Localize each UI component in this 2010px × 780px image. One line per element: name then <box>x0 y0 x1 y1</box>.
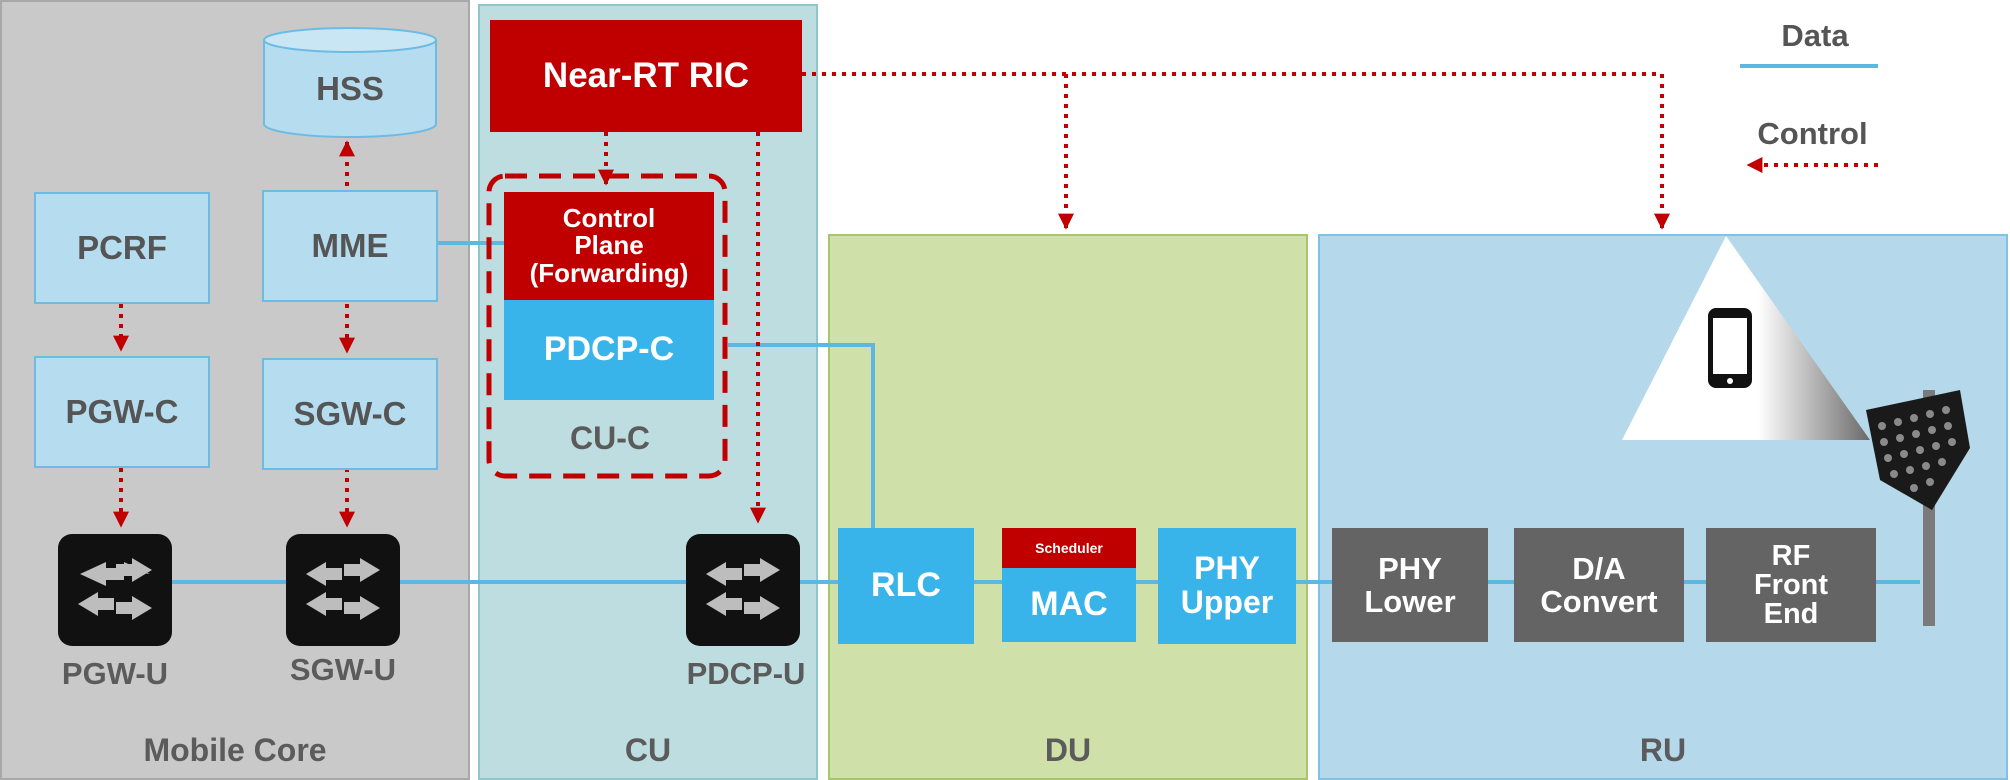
cu-c-group-border <box>486 173 728 479</box>
ru-illustration <box>1622 236 1970 626</box>
legend-control-label: Control <box>1757 116 1868 151</box>
pgw-u-switch <box>58 534 172 646</box>
pdcp-c-box: PDCP-C <box>504 300 714 400</box>
pdcp-u-switch <box>686 534 800 646</box>
switch-icon <box>78 558 152 620</box>
rf-front-end-box: RF Front End <box>1706 528 1876 642</box>
sgw-u-switch <box>286 534 400 646</box>
rlc-box: RLC <box>838 528 974 644</box>
pdcp-u-label: PDCP-U <box>686 656 806 691</box>
sgw-u-label: SGW-U <box>289 652 397 687</box>
legend-data-label: Data <box>1781 18 1849 53</box>
region-label-mobile-core: Mobile Core <box>143 732 327 768</box>
database-cylinder-icon <box>263 27 437 138</box>
hss-database: HSS <box>262 26 438 138</box>
pgw-u-label: PGW-U <box>61 656 169 691</box>
control-plane-forwarding-box: Control Plane (Forwarding) <box>504 192 714 300</box>
cu-c-label: CU-C <box>570 420 650 456</box>
pcrf-box: PCRF <box>34 192 210 304</box>
da-convert-box: D/A Convert <box>1514 528 1684 642</box>
region-du: DU <box>828 234 1308 780</box>
region-ru: RU <box>1318 234 2008 780</box>
region-label-du: DU <box>1044 732 1092 768</box>
smartphone-icon <box>1708 308 1752 388</box>
antenna-array-icon <box>1866 390 1970 626</box>
hss-label: HSS <box>316 70 384 107</box>
phy-upper-box: PHY Upper <box>1158 528 1296 644</box>
near-rt-ric-box: Near-RT RIC <box>490 20 802 132</box>
data-line-pdcpc-rlc <box>728 343 875 530</box>
phy-lower-box: PHY Lower <box>1332 528 1488 642</box>
sgw-c-box: SGW-C <box>262 358 438 470</box>
mme-box: MME <box>262 190 438 302</box>
pgw-c-box: PGW-C <box>34 356 210 468</box>
region-label-cu: CU <box>624 732 672 768</box>
switch-icon <box>706 558 780 620</box>
region-label-ru: RU <box>1639 732 1687 768</box>
switch-icon <box>306 558 380 620</box>
scheduler-box: Scheduler <box>1002 528 1136 568</box>
mac-box: MAC <box>1002 568 1136 642</box>
